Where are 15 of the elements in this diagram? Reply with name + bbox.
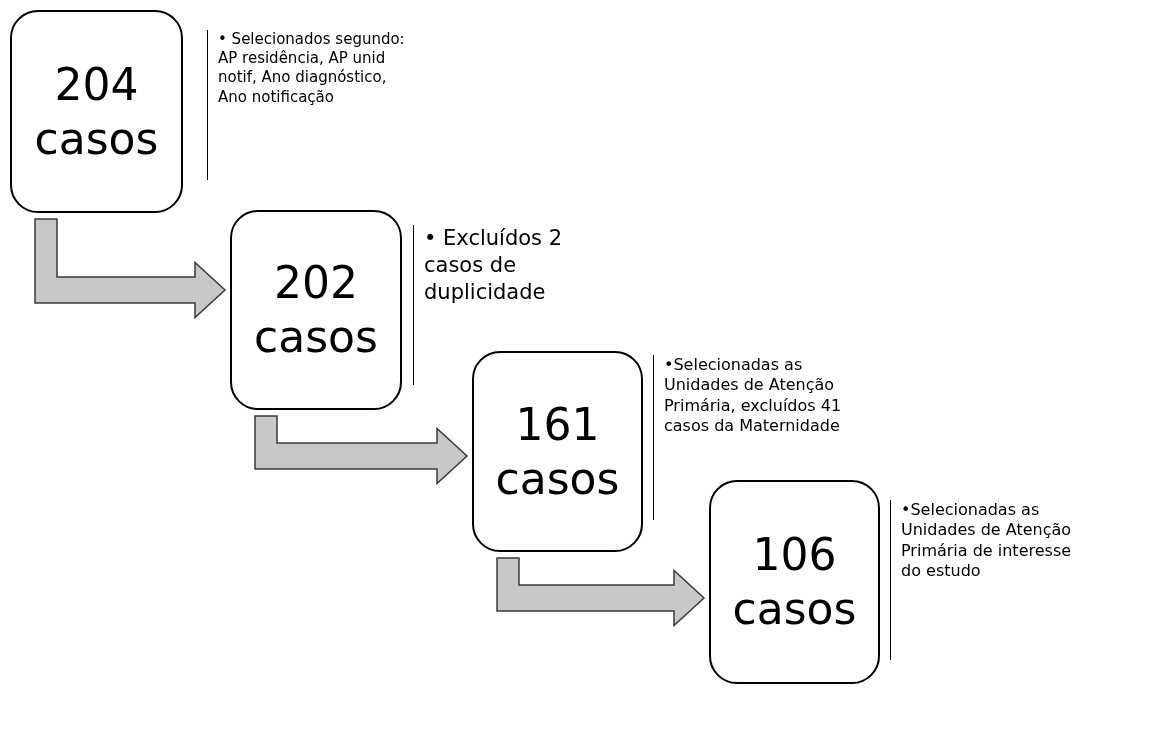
selection-note: •Selecionadas as Unidades de Atenção Primária, excluídos 41 casos da Maternidade — [664, 355, 843, 437]
selection-note: • Selecionados segundo: AP residência, AP unid notif, Ano diagnóstico, Ano notificação — [218, 30, 406, 107]
block-arrow — [34, 218, 227, 320]
process-box — [709, 480, 880, 684]
case-count: 161 casos — [494, 397, 621, 506]
block-arrow — [496, 557, 706, 628]
selection-note: • Excluídos 2 casos de duplicidade — [424, 225, 563, 306]
case-count: 202 casos — [253, 256, 379, 364]
process-box — [10, 10, 183, 213]
process-box — [472, 351, 643, 552]
process-box — [230, 210, 402, 410]
case-count: 106 casos — [731, 528, 858, 636]
block-arrow — [254, 415, 469, 486]
selection-note: •Selecionadas as Unidades de Atenção Primária de interesse do estudo — [901, 500, 1073, 582]
case-count: 204 casos — [33, 57, 160, 166]
